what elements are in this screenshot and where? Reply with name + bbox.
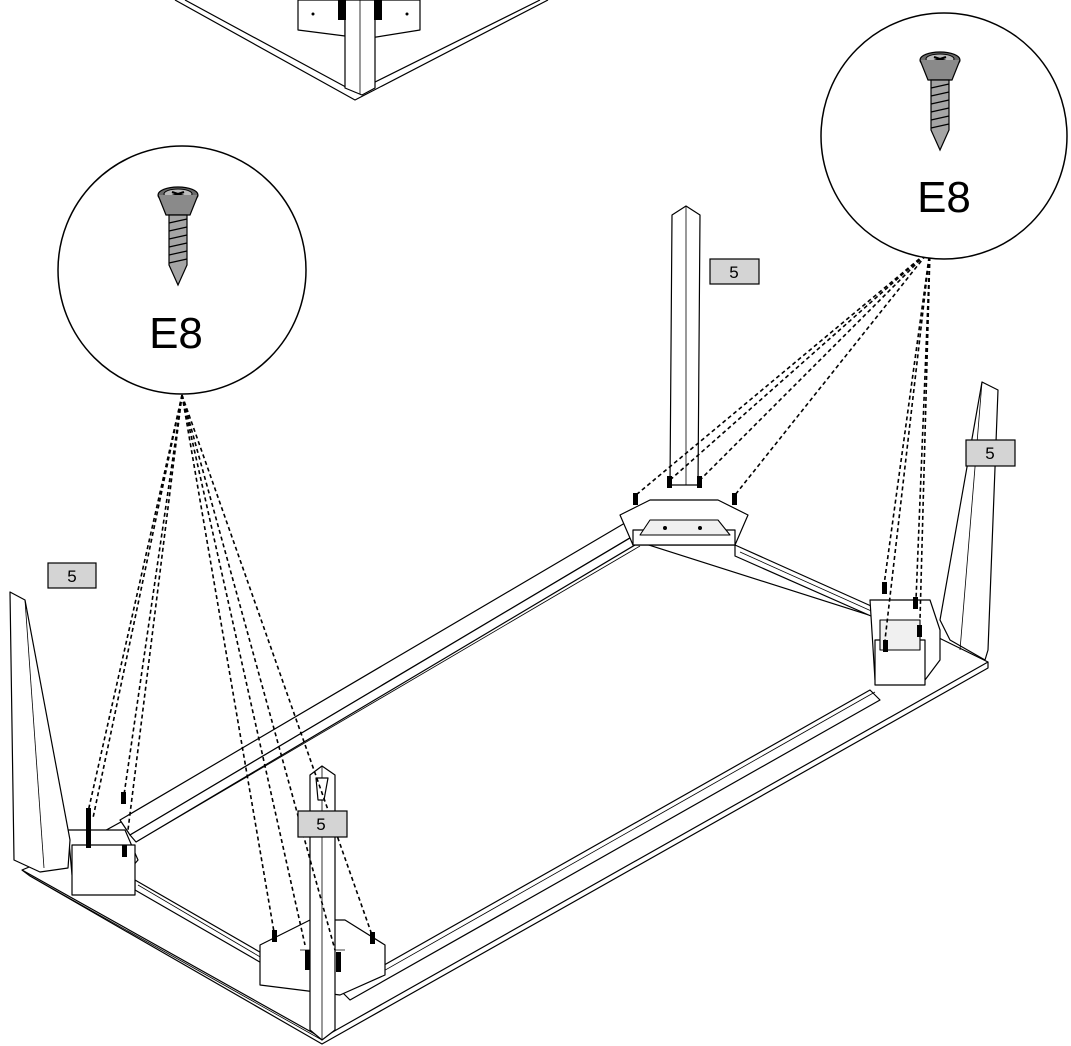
part-label-text: 5 bbox=[729, 263, 738, 282]
callout-left: E8 bbox=[57, 145, 307, 395]
corner-block-back bbox=[619, 499, 749, 546]
screw-guide-lines-right bbox=[635, 249, 931, 641]
countersunk-screw-icon bbox=[157, 186, 199, 287]
previous-step-corner bbox=[174, 0, 549, 101]
countersunk-screw-icon bbox=[919, 51, 961, 152]
apron-front bbox=[339, 689, 881, 1001]
part-label-text: 5 bbox=[316, 815, 325, 834]
screw-markers bbox=[86, 476, 922, 972]
callout-left-part-code: E8 bbox=[149, 309, 203, 358]
part-label-back-leg: 5 bbox=[709, 258, 760, 285]
callout-right: E8 bbox=[820, 12, 1068, 260]
leg-right bbox=[939, 381, 999, 661]
corner-block-right bbox=[869, 599, 941, 686]
callout-right-part-code: E8 bbox=[917, 173, 971, 222]
part-label-front-leg: 5 bbox=[297, 810, 348, 838]
corner-block-left bbox=[67, 829, 139, 896]
leg-back bbox=[669, 205, 701, 486]
part-label-right-leg: 5 bbox=[965, 439, 1016, 467]
screw-guide-lines-left bbox=[87, 394, 373, 951]
part-label-text: 5 bbox=[985, 444, 994, 463]
part-label-text: 5 bbox=[67, 567, 76, 586]
part-label-left-leg: 5 bbox=[47, 562, 97, 589]
leg-left bbox=[9, 591, 71, 873]
